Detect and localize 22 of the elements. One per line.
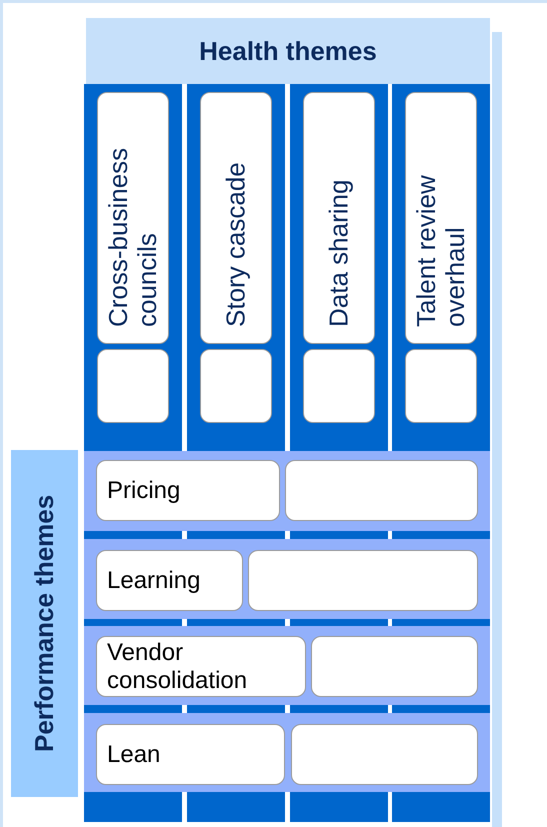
empty-box: [248, 550, 478, 611]
empty-box: [200, 349, 272, 423]
empty-box: [291, 724, 478, 785]
theme-box: Pricing: [96, 460, 280, 521]
theme-box: Lean: [96, 724, 285, 785]
row-band: [84, 713, 490, 792]
row-band: [84, 626, 490, 705]
theme-box: Talent review overhaul: [405, 92, 477, 344]
row-band: [84, 539, 490, 619]
empty-box: [285, 460, 478, 521]
theme-box: Story cascade: [200, 92, 272, 344]
theme-box: Data sharing: [303, 92, 375, 344]
side-header-band: Performance themes: [11, 450, 78, 797]
empty-box: [97, 349, 169, 423]
empty-box: [311, 636, 478, 697]
header-band: Health themes: [86, 18, 490, 84]
empty-box: [405, 349, 477, 423]
empty-box: [303, 349, 375, 423]
row-band: [84, 451, 490, 531]
theme-box: Learning: [96, 550, 243, 611]
theme-box: Vendor consolidation: [96, 636, 306, 697]
theme-box: Cross-business councils: [97, 92, 169, 344]
